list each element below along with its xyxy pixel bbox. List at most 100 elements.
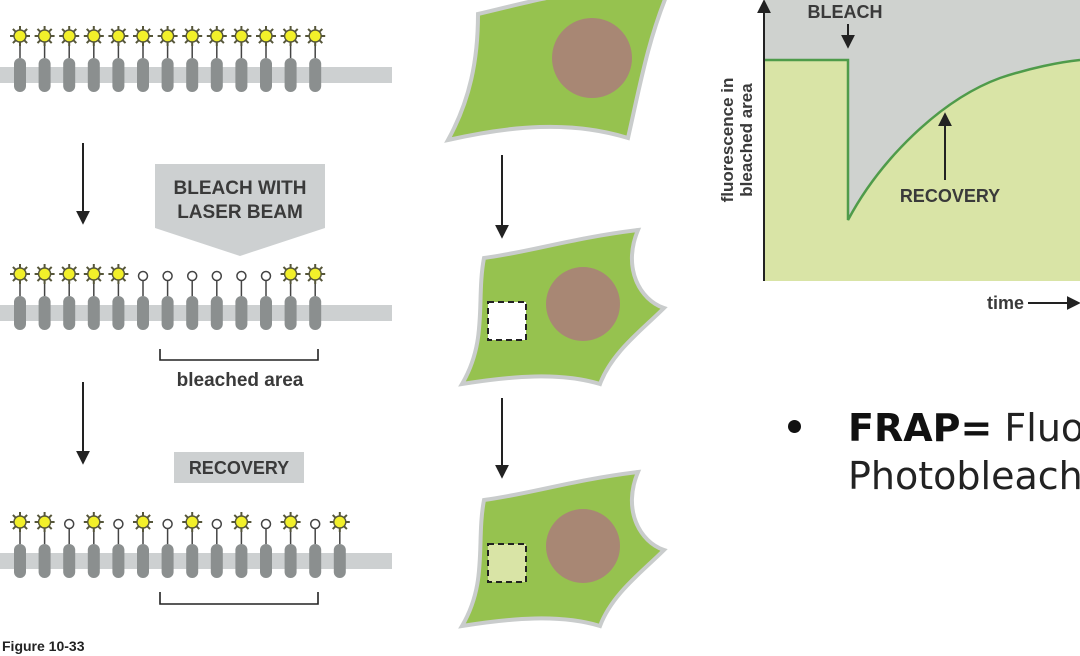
- membrane-protein: [186, 296, 199, 330]
- membrane-protein: [260, 58, 272, 92]
- open-circle-icon: [309, 518, 321, 530]
- sun-star-icon: [34, 264, 55, 284]
- frap-definition-bullet: FRAP= Fluorescence Recovery After Photob…: [788, 404, 1080, 514]
- bullet-text: FRAP= Fluorescence Recovery After Photob…: [848, 404, 1080, 500]
- sun-star-icon: [256, 26, 276, 46]
- membrane-protein: [38, 544, 51, 578]
- sun-star-icon: [83, 512, 104, 532]
- open-circle-icon: [162, 518, 173, 530]
- recovery-bracket: [159, 592, 319, 605]
- recovered-region: [764, 60, 1080, 281]
- sun-star-icon: [280, 512, 301, 532]
- sun-star-icon: [206, 26, 227, 46]
- membrane-protein: [284, 296, 297, 330]
- membrane-protein: [210, 296, 223, 330]
- open-circle-icon: [137, 270, 149, 282]
- y-axis-label-line1: fluorescence in: [718, 78, 737, 203]
- sun-star-icon: [305, 264, 326, 284]
- nucleus: [546, 267, 620, 341]
- membrane-protein: [63, 544, 76, 578]
- membrane-protein: [210, 58, 223, 92]
- sun-star-icon: [108, 26, 129, 46]
- membrane-protein: [38, 58, 51, 92]
- open-circle-icon: [260, 270, 272, 282]
- membrane-protein: [161, 544, 174, 578]
- sun-star-icon: [231, 26, 252, 46]
- membrane-diagrams: [0, 26, 392, 578]
- sun-star-icon: [34, 512, 55, 532]
- membrane-protein: [14, 58, 26, 92]
- sun-star-icon: [133, 26, 153, 46]
- membrane-protein: [87, 544, 100, 578]
- sun-star-icon: [59, 26, 80, 46]
- sun-star-icon: [182, 512, 203, 532]
- x-axis-label: time: [987, 293, 1024, 313]
- sun-star-icon: [83, 26, 104, 46]
- bleach-label: BLEACH: [808, 2, 883, 22]
- sun-star-icon: [182, 26, 203, 46]
- sun-star-icon: [280, 26, 301, 46]
- membrane-strip: [0, 26, 392, 92]
- sun-star-icon: [10, 26, 30, 46]
- bullet-line1: Fluorescence Recovery After: [1004, 406, 1080, 450]
- open-circle-icon: [186, 270, 198, 282]
- cell-recovered: [458, 469, 668, 629]
- bullet-dot: [788, 420, 801, 433]
- sun-star-icon: [329, 512, 350, 532]
- open-circle-icon: [236, 270, 247, 282]
- membrane-protein: [112, 296, 125, 330]
- membrane-protein: [309, 296, 322, 330]
- open-circle-icon: [211, 270, 223, 282]
- membrane-protein: [14, 544, 26, 578]
- nucleus: [546, 509, 620, 583]
- sun-star-icon: [157, 26, 178, 46]
- membrane-protein: [63, 58, 76, 92]
- membrane-protein: [161, 296, 174, 330]
- recovery-banner: [174, 452, 304, 483]
- membrane-protein: [112, 544, 125, 578]
- bleach-banner-line1: BLEACH WITH: [174, 178, 307, 199]
- membrane-protein: [186, 58, 199, 92]
- sun-star-icon: [83, 264, 104, 284]
- sun-star-icon: [280, 264, 301, 284]
- membrane-protein: [210, 544, 223, 578]
- membrane-protein: [38, 296, 51, 330]
- recovered-square: [487, 543, 527, 583]
- bullet-line2: Photobleaching: [848, 454, 1080, 498]
- cell-before: [444, 0, 667, 143]
- sun-star-icon: [305, 26, 326, 46]
- membrane-protein: [161, 58, 174, 92]
- open-circle-icon: [113, 518, 124, 530]
- membrane-strip: [0, 264, 392, 330]
- sun-star-icon: [10, 512, 30, 532]
- membrane-protein: [14, 296, 26, 330]
- sun-star-icon: [34, 26, 55, 46]
- membrane-protein: [63, 296, 76, 330]
- sun-star-icon: [59, 264, 80, 284]
- bleached-area-bracket: [159, 349, 319, 361]
- sun-star-icon: [133, 512, 153, 532]
- bullet-bold-term: FRAP=: [848, 406, 993, 450]
- membrane-protein: [309, 58, 322, 92]
- y-axis-label-line2: bleached area: [737, 83, 756, 197]
- membrane-protein: [137, 296, 149, 330]
- membrane-protein: [284, 544, 297, 578]
- figure-caption: Figure 10-33: [2, 638, 85, 654]
- membrane-protein: [260, 296, 272, 330]
- fluorescence-curve: [764, 58, 1080, 221]
- recovery-graph: BLEACH RECOVERY fluorescence in bleached…: [718, 0, 1080, 313]
- membrane-protein: [235, 296, 248, 330]
- membrane-strip: [0, 512, 392, 578]
- nucleus: [552, 18, 632, 98]
- sun-star-icon: [108, 264, 129, 284]
- membrane-protein: [235, 58, 248, 92]
- membrane-protein: [137, 58, 149, 92]
- membrane-protein: [309, 544, 322, 578]
- membrane-protein: [137, 544, 149, 578]
- open-circle-icon: [162, 270, 173, 282]
- membrane-protein: [284, 58, 297, 92]
- open-circle-icon: [211, 518, 223, 530]
- membrane-protein: [87, 58, 100, 92]
- membrane-protein: [87, 296, 100, 330]
- membrane-protein: [260, 544, 272, 578]
